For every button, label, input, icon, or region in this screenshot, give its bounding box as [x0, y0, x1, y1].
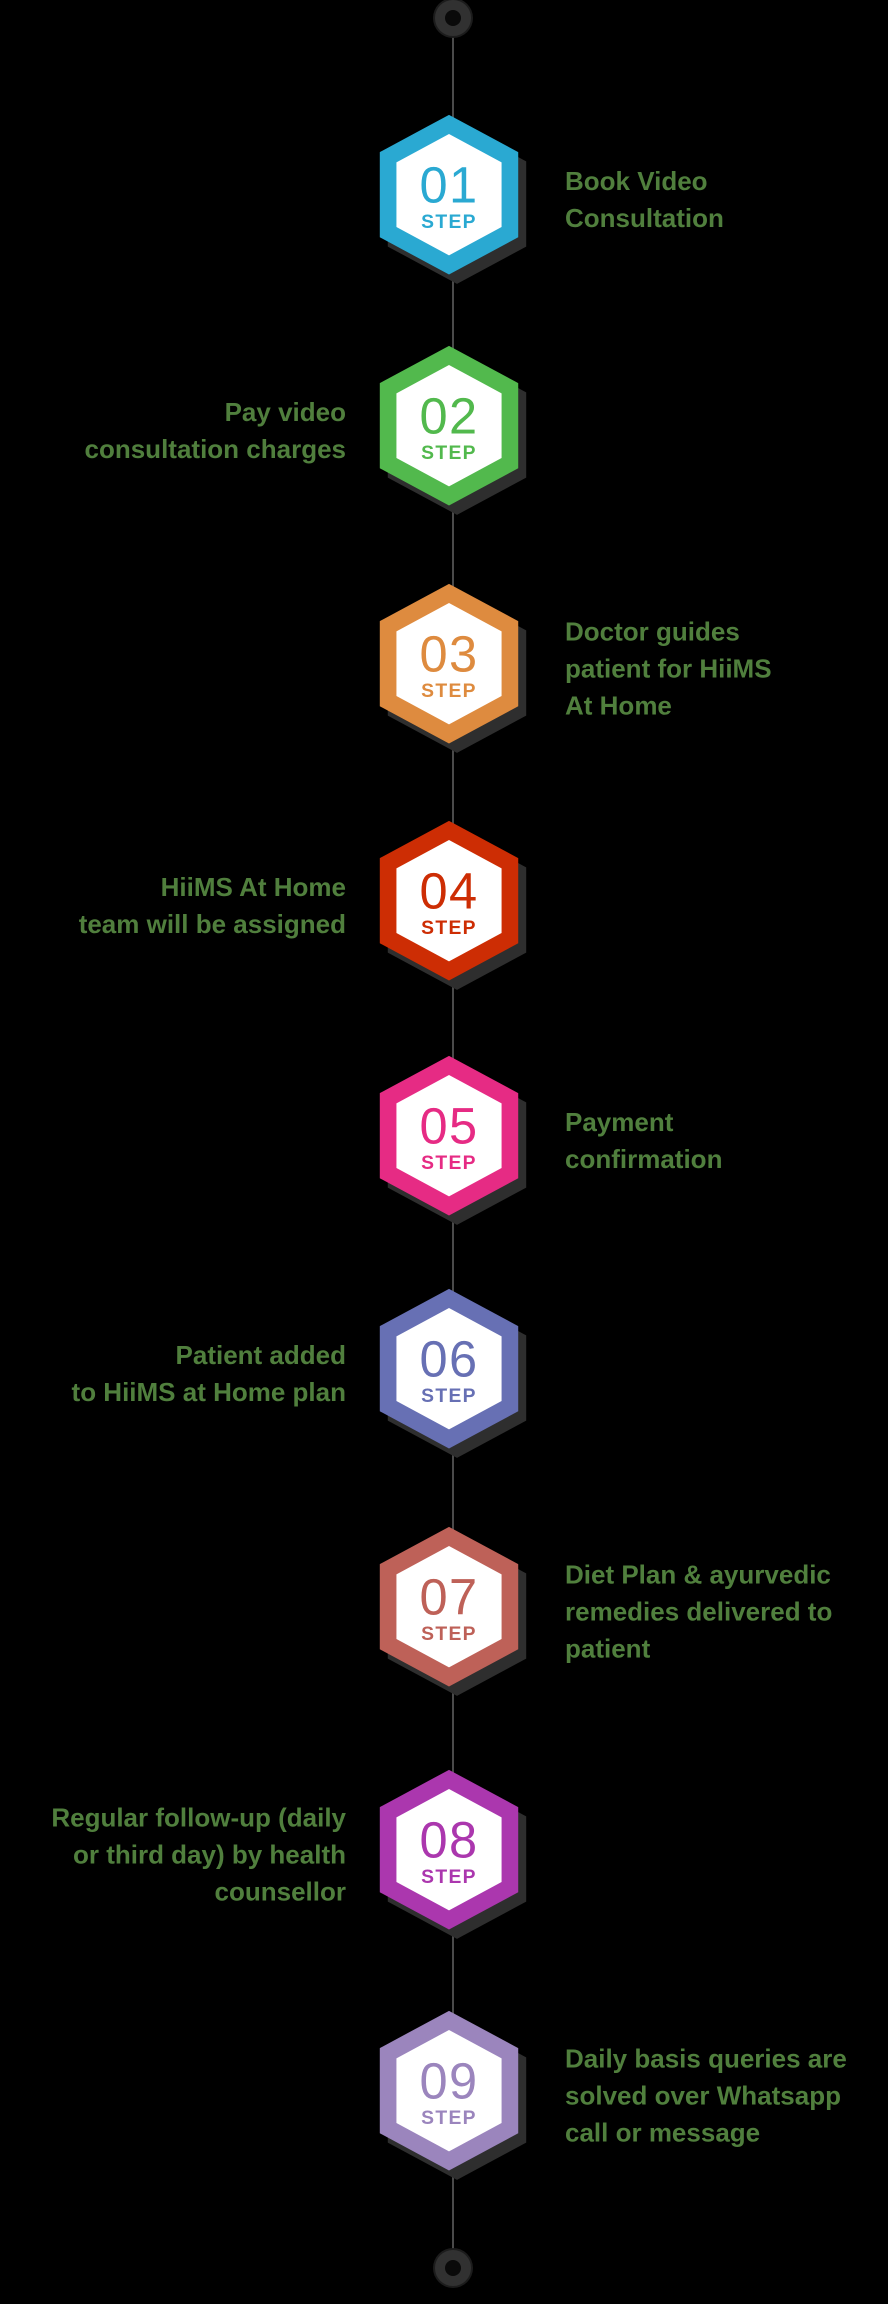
step-number: 06 — [420, 1331, 479, 1388]
step-word: STEP — [421, 2108, 477, 2129]
hexagon-inner-shape — [396, 1307, 502, 1430]
step-hexagon: 09 STEP — [379, 2010, 527, 2180]
step-title: Daily basis queries are solved over What… — [565, 2043, 847, 2148]
step-word: STEP — [421, 681, 477, 702]
hexagon-inner-shape — [396, 133, 502, 256]
hexagon-inner-shape — [396, 602, 502, 725]
timeline-bottom-node — [435, 2250, 471, 2286]
step-title: Doctor guides patient for HiiMS At Home — [565, 616, 772, 721]
step-hexagon: 05 STEP — [379, 1055, 527, 1225]
hexagon-inner-shape — [396, 364, 502, 487]
step-number: 01 — [420, 157, 479, 214]
step-word: STEP — [421, 443, 477, 464]
hexagon-inner-shape — [396, 839, 502, 962]
step-hexagon: 04 STEP — [379, 820, 527, 990]
step-number: 09 — [420, 2053, 479, 2110]
step-number: 05 — [420, 1098, 479, 1155]
step-hexagon: 07 STEP — [379, 1526, 527, 1696]
step-hexagon: 02 STEP — [379, 345, 527, 515]
step-number: 02 — [420, 388, 479, 445]
step-word: STEP — [421, 1624, 477, 1645]
hexagon-inner-shape — [396, 1788, 502, 1911]
step-number: 08 — [420, 1812, 479, 1869]
step-number: 07 — [420, 1569, 479, 1626]
step-word: STEP — [421, 1386, 477, 1407]
timeline-top-node — [435, 0, 471, 36]
step-word: STEP — [421, 918, 477, 939]
step-title: Payment confirmation — [565, 1107, 723, 1174]
step-word: STEP — [421, 212, 477, 233]
step-hexagon: 01 STEP — [379, 114, 527, 284]
hexagon-inner-shape — [396, 1074, 502, 1197]
step-word: STEP — [421, 1867, 477, 1888]
step-number: 03 — [420, 626, 479, 683]
step-hexagon: 03 STEP — [379, 583, 527, 753]
hexagon-inner-shape — [396, 1545, 502, 1668]
hexagon-inner-shape — [396, 2029, 502, 2152]
step-title: Book Video Consultation — [565, 166, 724, 233]
step-title: HiiMS At Home team will be assigned — [78, 872, 346, 939]
step-title: Regular follow-up (daily or third day) b… — [51, 1802, 346, 1907]
step-title: Diet Plan & ayurvedic remedies delivered… — [565, 1559, 833, 1664]
step-number: 04 — [420, 863, 479, 920]
step-title: Pay video consultation charges — [84, 397, 347, 464]
step-hexagon: 06 STEP — [379, 1288, 527, 1458]
step-word: STEP — [421, 1153, 477, 1174]
step-title: Patient added to HiiMS at Home plan — [71, 1340, 346, 1407]
step-hexagon: 08 STEP — [379, 1769, 527, 1939]
